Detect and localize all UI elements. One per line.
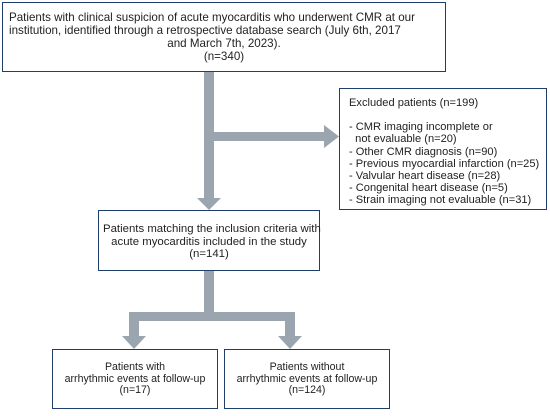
screened-text-line-1: Patients with clinical suspicion of acut…	[9, 11, 415, 24]
drop-right-connector	[285, 312, 295, 338]
without-events-line-1: Patients without	[269, 361, 345, 373]
included-count: (n=141)	[189, 248, 229, 260]
excluded-item: - Other CMR diagnosis (n=90)	[349, 145, 498, 158]
split-bar	[129, 312, 295, 321]
with-events-line-1: Patients with	[104, 361, 166, 373]
branch-excluded-connector	[214, 132, 325, 141]
excluded-item: not evaluable (n=20)	[349, 133, 457, 146]
included-text-line-1: Patients matching the inclusion criteria…	[103, 223, 321, 235]
excluded-item: - Previous myocardial infarction (n=25)	[349, 157, 540, 170]
with-events-count: (n=17)	[119, 384, 151, 396]
screened-patients-box: Patients with clinical suspicion of acut…	[2, 2, 446, 72]
without-events-line-2: arrhythmic events at follow-up	[236, 372, 378, 385]
drop-left-connector	[129, 312, 139, 338]
included-patients-box: Patients matching the inclusion criteria…	[98, 210, 321, 271]
arrowhead-right-excluded	[324, 125, 339, 148]
without-events-count: (n=124)	[288, 384, 326, 396]
trunk-top-connector	[204, 72, 214, 200]
excluded-patients-box: Excluded patients (n=199) - CMR imaging …	[339, 88, 547, 210]
screened-count: (n=340)	[203, 50, 245, 63]
included-text-line-2: acute myocarditis included in the study	[111, 235, 307, 248]
excluded-item: - Valvular heart disease (n=28)	[349, 170, 501, 183]
arrowhead-down-left	[122, 336, 146, 349]
with-events-box: Patients with arrhythmic events at follo…	[52, 349, 218, 409]
excluded-item: - CMR imaging incomplete or	[349, 121, 493, 134]
without-events-box: Patients without arrhythmic events at fo…	[224, 349, 390, 409]
excluded-title: Excluded patients (n=199)	[349, 97, 479, 109]
arrowhead-down-inclusion	[197, 198, 221, 210]
arrowhead-down-right	[278, 336, 302, 349]
screened-text-line-2: institution, identified through a retros…	[9, 24, 401, 37]
with-events-line-2: arrhythmic events at follow-up	[64, 372, 206, 385]
excluded-item: - Strain imaging not evaluable (n=31)	[349, 194, 532, 207]
excluded-item: - Congenital heart disease (n=5)	[349, 182, 508, 195]
screened-text-line-3: and March 7th, 2023).	[167, 37, 281, 50]
trunk-split-connector	[204, 271, 214, 320]
